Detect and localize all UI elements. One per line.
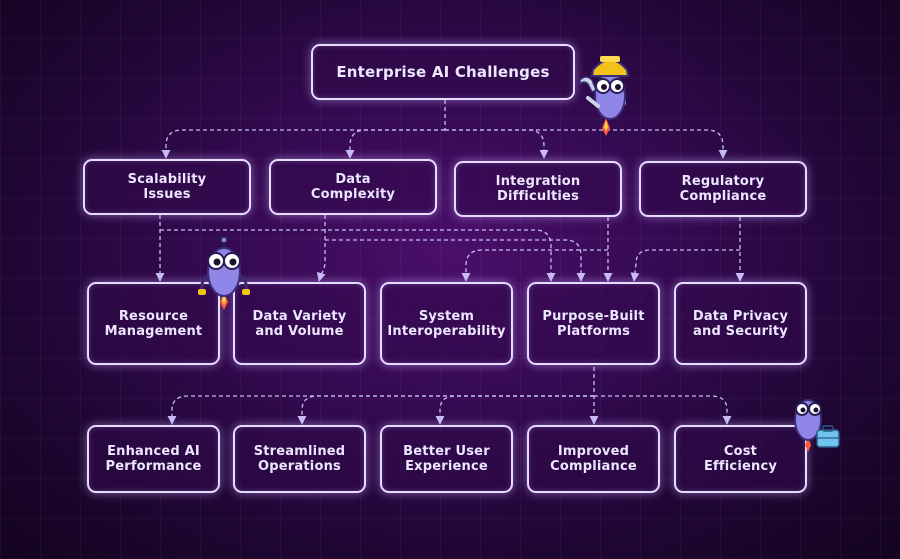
connector-integration-interop [461, 249, 608, 282]
connector-root-data-complexity [345, 129, 445, 159]
connector-platforms-experience [435, 395, 594, 425]
connector-platforms-operations [297, 395, 594, 425]
node-data-privacy-and-security: Data Privacy and Security [674, 282, 807, 365]
robot-mascot-briefcase-icon [794, 399, 840, 452]
robot-mascot-helmet-icon [579, 56, 630, 136]
node-better-user-experience: Better User Experience [380, 425, 513, 493]
node-streamlined-operations: Streamlined Operations [233, 425, 366, 493]
node-data-complexity: Data Complexity [269, 159, 437, 215]
node-system-interoperability: System Interoperability [380, 282, 513, 365]
node-enhanced-ai-performance: Enhanced AI Performance [87, 425, 220, 493]
connector-root-regulatory [445, 129, 728, 159]
connector-scalability-platforms [160, 229, 556, 282]
node-regulatory-compliance: Regulatory Compliance [639, 161, 807, 217]
connector-platforms-efficiency [594, 395, 732, 425]
node-enterprise-ai-challenges: Enterprise AI Challenges [311, 44, 575, 100]
node-resource-management: Resource Management [87, 282, 220, 365]
connector-root-scalability [161, 129, 445, 159]
node-integration-difficulties: Integration Difficulties [454, 161, 622, 217]
node-cost-efficiency: Cost Efficiency [674, 425, 807, 493]
node-improved-compliance: Improved Compliance [527, 425, 660, 493]
connector-root-integration [445, 129, 549, 159]
robot-mascot-icon [198, 236, 250, 310]
node-data-variety-and-volume: Data Variety and Volume [233, 282, 366, 365]
node-scalability-issues: Scalability Issues [83, 159, 251, 215]
connector-datacomplexity-variety [316, 215, 326, 282]
connector-platforms-performance [167, 395, 594, 425]
connector-datacomplexity-platforms [325, 239, 586, 282]
node-purpose-built-platforms: Purpose-Built Platforms [527, 282, 660, 365]
connector-regulatory-platforms [630, 249, 740, 282]
